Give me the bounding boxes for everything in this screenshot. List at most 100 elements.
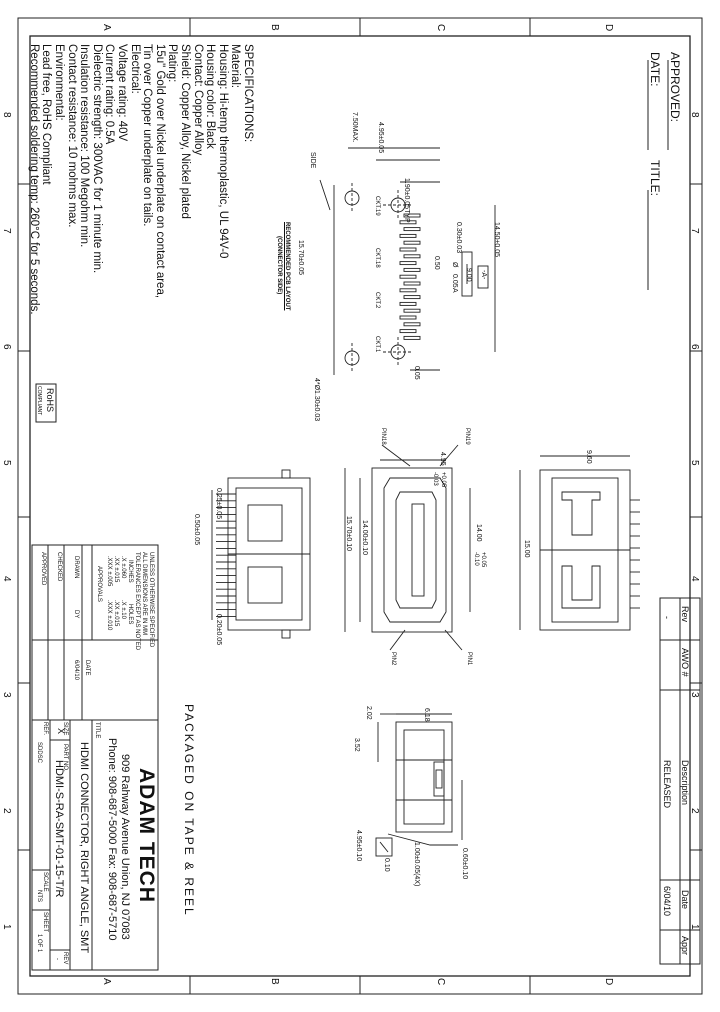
dim-9-60: 9.60 xyxy=(585,450,592,464)
approvals-head: APPROVALS xyxy=(96,566,102,602)
pcb-pad xyxy=(403,281,421,286)
rev-header: Rev xyxy=(680,606,690,623)
zone-label-right: 6 xyxy=(689,344,700,350)
side-pins xyxy=(216,493,236,617)
spec-line: Contact resistance: 10 mohms max. xyxy=(65,44,78,228)
dim-6-18: 6.18 xyxy=(423,708,430,722)
revision-block xyxy=(659,597,701,965)
ckt-19: CKT.19 xyxy=(374,196,380,216)
pcb-pad xyxy=(399,220,417,225)
pcb-layout-title: RECOMMENDED PCB LAYOUT xyxy=(284,222,290,311)
dim-hole-dia: 4*Ø1.30±0.03 xyxy=(313,378,320,422)
pcb-pad xyxy=(403,308,421,313)
dim-3-52: 3.52 xyxy=(353,738,360,752)
pcb-pad xyxy=(399,301,417,306)
spec-line: SPECIFICATIONS: xyxy=(242,44,254,143)
zone-label-left: 2 xyxy=(1,808,12,814)
pcb-pad xyxy=(399,274,417,279)
drawn-date: 6/04/10 xyxy=(73,660,79,681)
company-address: 909 Rahway Avenue Union, NJ 07083 xyxy=(119,754,131,940)
dim-14-00-inner: 14.00±0.10 xyxy=(361,520,368,555)
title-label: TITLE xyxy=(94,722,100,739)
dim-15-70: 15.70±0.05 xyxy=(297,240,304,275)
zone-label-bottom: B xyxy=(269,978,280,985)
spec-line: Dielectric strength: 300VAC for 1 minute… xyxy=(90,44,103,274)
date-head: DATE xyxy=(84,660,90,676)
spec-line: Voltage rating: 40V xyxy=(116,44,129,142)
pcb-pad xyxy=(403,254,421,259)
zone-label-left: 3 xyxy=(1,692,12,698)
pcb-pad xyxy=(403,295,421,300)
dim-2-02: 2.02 xyxy=(365,706,372,720)
zone-label-left: 8 xyxy=(1,112,12,118)
pcb-pad xyxy=(399,288,417,293)
dim-0-05: 0.05 xyxy=(413,366,420,380)
holes-tol-3: .XXX ±.010 xyxy=(106,600,112,631)
sheet-value: 1 OF 1 xyxy=(36,934,42,953)
zone-label-bottom: C xyxy=(435,978,446,986)
pcb-pad xyxy=(399,261,417,266)
rev-value: - xyxy=(662,616,672,619)
gdt-symbol: Ø xyxy=(451,262,458,268)
spec-line: Housing color: Black xyxy=(204,44,217,149)
zone-label-top: A xyxy=(101,24,112,31)
zone-label-left: 7 xyxy=(1,228,12,234)
drawing-title: HDMI CONNECTOR, RIGHT ANGLE, SMT xyxy=(78,742,90,954)
checked-label: CHECKED xyxy=(56,552,62,582)
dim-0-50-side: 0.50±0.05 xyxy=(193,514,200,546)
pcb-pad xyxy=(399,329,417,334)
ref-label: REF. xyxy=(42,722,48,736)
gdt-datum: A xyxy=(451,288,458,293)
rev-number: - xyxy=(54,958,60,960)
pin-19-label: PIN19 xyxy=(464,428,470,445)
dim-1-00: 1.00±0.05(4X) xyxy=(413,842,420,887)
dim-14-00-outer: 14.00 xyxy=(475,524,482,542)
spec-line: Housing: Hi-temp thermoplastic, UL 94V-0 xyxy=(216,44,229,259)
zone-label-top: D xyxy=(603,24,614,32)
description-header: Description xyxy=(680,760,690,806)
pcb-pad xyxy=(403,322,421,327)
zone-label-left: 1 xyxy=(1,924,12,930)
ckt-2: CKT.2 xyxy=(374,292,380,309)
inch-tol-3: .XXX ±.005 xyxy=(106,556,112,587)
dim-14-00-plus: +0.05 xyxy=(480,552,486,568)
dim-0-50: 0.50 xyxy=(433,256,440,270)
zone-label-left: 6 xyxy=(1,344,12,350)
spec-line: Current rating: 0.5A xyxy=(103,44,116,145)
spec-line: 15u" Gold over Nickel underplate on cont… xyxy=(153,44,166,299)
pcb-pad xyxy=(399,315,417,320)
zone-label-right: 7 xyxy=(689,228,700,234)
side-view xyxy=(211,469,311,639)
zone-label-right: 5 xyxy=(689,460,700,466)
pcb-pad xyxy=(399,247,417,252)
scale-label: SCALE xyxy=(42,872,48,892)
spec-line: Contact: Copper Alloy xyxy=(191,44,204,156)
end-pins xyxy=(630,499,640,609)
holes-tol-1: .X ±.10 xyxy=(120,600,126,619)
dim-0-60: 0.60±0.10 xyxy=(461,848,468,880)
dim-7-50-max: 7.50MAX. xyxy=(351,112,358,143)
description-value: RELEASED xyxy=(662,760,672,809)
dim-9-00: 9.00 xyxy=(465,268,472,282)
approved-tol-label: APPROVED xyxy=(40,552,46,586)
ckt-18: CKT.18 xyxy=(374,248,380,268)
tolerance-line-3: TOLERANCES EXCEPT AS NOTED xyxy=(134,552,140,651)
detail-view xyxy=(375,713,463,857)
pcb-pad xyxy=(403,227,421,232)
approved-label: APPROVED: xyxy=(668,52,682,123)
dim-14-00-minus: -0.10 xyxy=(473,552,479,566)
pcb-layout xyxy=(319,147,496,375)
holes-tol-2: .XX ±.015 xyxy=(113,600,119,627)
spec-line: Lead free, RoHS Compliant xyxy=(40,44,53,185)
pcb-pad xyxy=(403,335,421,340)
spec-line: Tin over Copper underplate on tails. xyxy=(141,44,154,227)
tolerance-line-1: UNLESS OTHERWISE SPECIFIED xyxy=(148,552,154,648)
side-label: SIDE xyxy=(309,152,316,169)
inch-tol-2: .XX ±.015 xyxy=(113,556,119,583)
zone-label-right: 2 xyxy=(689,808,700,814)
drawn-by: DY xyxy=(73,610,79,619)
tolerance-line-2: ALL DIMENSIONS ARE IN MM xyxy=(141,552,147,636)
zone-label-top: C xyxy=(435,24,446,32)
scale-value: NTS xyxy=(36,890,42,902)
dim-0-20: 0.20±0.05 xyxy=(215,614,222,646)
